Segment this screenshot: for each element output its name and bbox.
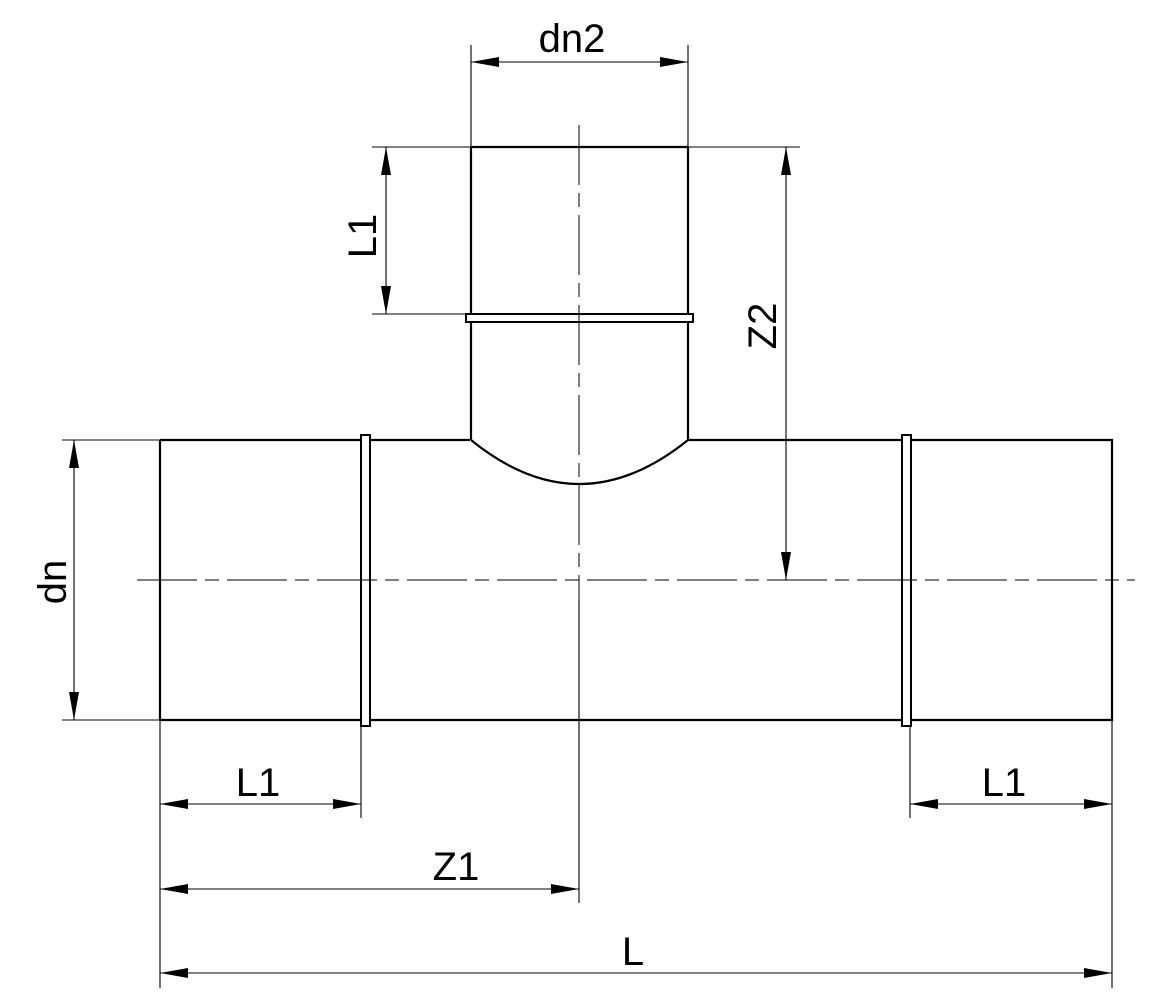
dimension-z1: Z1 bbox=[160, 845, 579, 894]
dimension-z2: Z2 bbox=[741, 147, 791, 580]
dimension-l1-right: L1 bbox=[910, 761, 1112, 809]
label-l1-right: L1 bbox=[982, 761, 1027, 805]
dimension-dn2: dn2 bbox=[471, 17, 688, 67]
label-l1-branch: L1 bbox=[341, 214, 385, 259]
label-z1: Z1 bbox=[433, 845, 480, 889]
label-dn: dn bbox=[31, 560, 75, 605]
label-l1-left: L1 bbox=[236, 761, 281, 805]
dimension-l: L bbox=[160, 930, 1112, 978]
label-z2: Z2 bbox=[741, 303, 785, 350]
dimension-dn: dn bbox=[31, 440, 79, 720]
label-l: L bbox=[622, 930, 644, 974]
dimension-l1-branch: L1 bbox=[341, 147, 391, 314]
branch-pipe bbox=[469, 145, 690, 485]
label-dn2: dn2 bbox=[539, 17, 606, 61]
dimension-l1-left: L1 bbox=[160, 761, 361, 809]
extension-lines bbox=[62, 45, 1113, 988]
